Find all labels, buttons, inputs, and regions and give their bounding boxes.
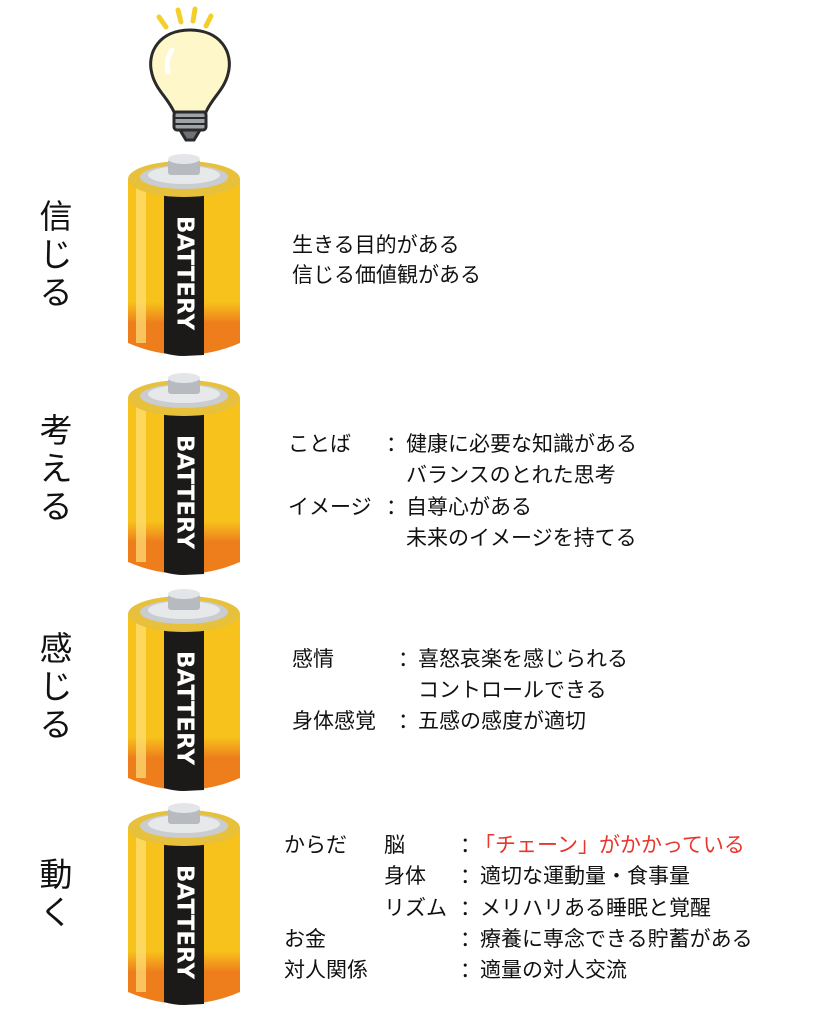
row-2-words-line-1: 健康に必要な知識がある [406,432,637,456]
battery-icon: BATTERY [128,589,240,791]
row-3-sep-1: ： [398,647,419,671]
battery-icon: BATTERY [128,803,240,1005]
row-label-think: 考える [39,411,73,526]
row-2-image-line-2: 未来のイメージを持てる [406,526,637,550]
row-3-key-emotion: 感情 [292,647,334,671]
row-4-brain-value: 「チェーン」がかかっている [474,833,745,857]
row-label-believe: 信じる [39,197,73,312]
row-2-key-words: ことば [288,432,351,456]
row-4-group-money: お金 [284,927,326,951]
battery-icon: BATTERY [128,154,240,356]
row-3-key-body-sense: 身体感覚 [292,709,376,733]
battery-label: BATTERY [172,435,198,550]
row-4-key-brain: 脳 [384,833,405,857]
row-4-physical-value: 適切な運動量・食事量 [480,864,690,888]
row-1-line-1: 生きる目的がある [292,233,460,257]
row-4-relations-value: 適量の対人交流 [480,958,627,982]
row-3-sep-2: ： [398,709,419,733]
row-2-sep-1: ： [386,432,407,456]
row-4-group-relations: 対人関係 [284,958,368,982]
row-4-sep-4: ： [460,927,481,951]
row-4-sep-1: ： [460,833,481,857]
battery-label: BATTERY [172,651,198,766]
row-3-body-sense-line-1: 五感の感度が適切 [418,709,586,733]
light-bulb-icon [149,6,231,142]
row-4-money-value: 療養に専念できる貯蓄がある [480,927,753,951]
row-4-key-rhythm: リズム [384,896,447,920]
row-3-emotion-line-1: 喜怒哀楽を感じられる [418,647,628,671]
row-2-sep-2: ： [386,495,407,519]
row-4-sep-5: ： [460,958,481,982]
row-2-image-line-1: 自尊心がある [406,495,532,519]
row-2-key-image: イメージ [288,495,372,519]
row-4-sep-3: ： [460,896,481,920]
row-2-words-line-2: バランスのとれた思考 [406,463,616,487]
row-4-key-physical: 身体 [384,864,426,888]
row-label-move: 動く [39,855,73,932]
row-4-sep-2: ： [460,864,481,888]
row-3-emotion-line-2: コントロールできる [418,678,607,702]
row-4-rhythm-value: メリハリある睡眠と覚醒 [480,896,711,920]
battery-label: BATTERY [172,865,198,980]
row-label-feel: 感じる [39,629,73,744]
row-4-group-body: からだ [284,833,347,857]
battery-label: BATTERY [172,216,198,331]
battery-icon: BATTERY [128,373,240,575]
row-1-line-2: 信じる価値観がある [292,263,481,287]
